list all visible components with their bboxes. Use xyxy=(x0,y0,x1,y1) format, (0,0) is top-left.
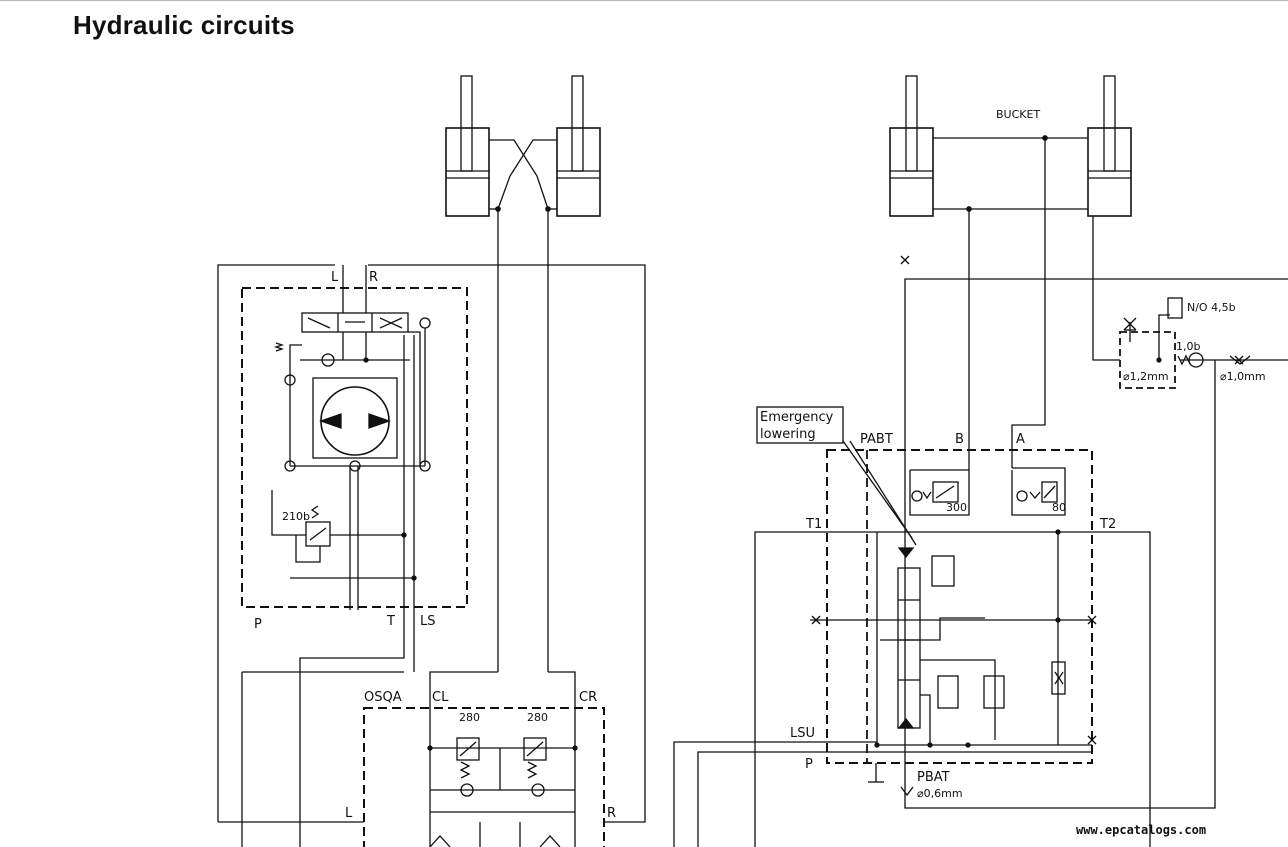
label-r-low: R xyxy=(607,806,616,821)
label-b: B xyxy=(955,432,964,447)
label-emergency: Emergency xyxy=(760,410,834,425)
steering-valve-spool xyxy=(273,312,431,352)
steering-cylinder-right xyxy=(556,75,601,217)
osqa-valve-block xyxy=(363,707,605,847)
label-l-top: L xyxy=(331,270,339,285)
label-pbat: PBAT xyxy=(917,770,950,785)
pressure-switch xyxy=(1119,297,1251,389)
page-title: Hydraulic circuits xyxy=(73,10,295,40)
label-bucket: BUCKET xyxy=(996,108,1040,121)
relief-valve-300 xyxy=(909,468,970,516)
label-lsu: LSU xyxy=(790,726,815,741)
relief-valve-80 xyxy=(1011,467,1066,516)
label-cl: CL xyxy=(432,690,449,705)
label-280-left: 280 xyxy=(459,711,480,724)
label-p-left: P xyxy=(254,617,262,632)
label-d10: ⌀1,0mm xyxy=(1220,370,1266,383)
relief-valve-210b xyxy=(271,490,404,563)
label-t2: T2 xyxy=(1099,517,1116,532)
main-control-valve xyxy=(826,449,1093,764)
label-p-right: P xyxy=(805,757,813,772)
label-280-right: 280 xyxy=(527,711,548,724)
label-cr: CR xyxy=(579,690,597,705)
relief-valve-280-right xyxy=(523,737,547,779)
label-ls-left: LS xyxy=(420,614,436,629)
label-210b: 210b xyxy=(282,510,310,523)
label-1-0b: 1,0b xyxy=(1176,340,1200,353)
metering-motor xyxy=(312,377,398,459)
emergency-lowering-box xyxy=(756,406,844,444)
label-r-top: R xyxy=(369,270,378,285)
label-pabt: PABT xyxy=(860,432,893,447)
label-d06: ⌀0,6mm xyxy=(917,787,963,800)
watermark: www.epcatalogs.com xyxy=(1076,823,1206,837)
label-80: 80 xyxy=(1052,501,1066,514)
steering-unit xyxy=(241,287,468,608)
label-osqa: OSQA xyxy=(364,690,402,705)
label-t-left: T xyxy=(386,614,395,629)
label-no-switch: N/O 4,5b xyxy=(1187,301,1236,314)
label-300: 300 xyxy=(946,501,967,514)
bucket-cylinder-left xyxy=(889,75,934,217)
spool-stack xyxy=(897,547,1005,729)
label-t1: T1 xyxy=(805,517,822,532)
bucket-cylinder-right xyxy=(1087,75,1132,217)
orifice-markers xyxy=(811,255,1244,745)
relief-valve-280-left xyxy=(456,737,480,779)
steering-cylinder-left xyxy=(445,75,490,217)
label-d12: ⌀1,2mm xyxy=(1123,370,1169,383)
label-a: A xyxy=(1016,432,1025,447)
label-l-low: L xyxy=(345,806,353,821)
label-lowering: lowering xyxy=(760,427,816,442)
